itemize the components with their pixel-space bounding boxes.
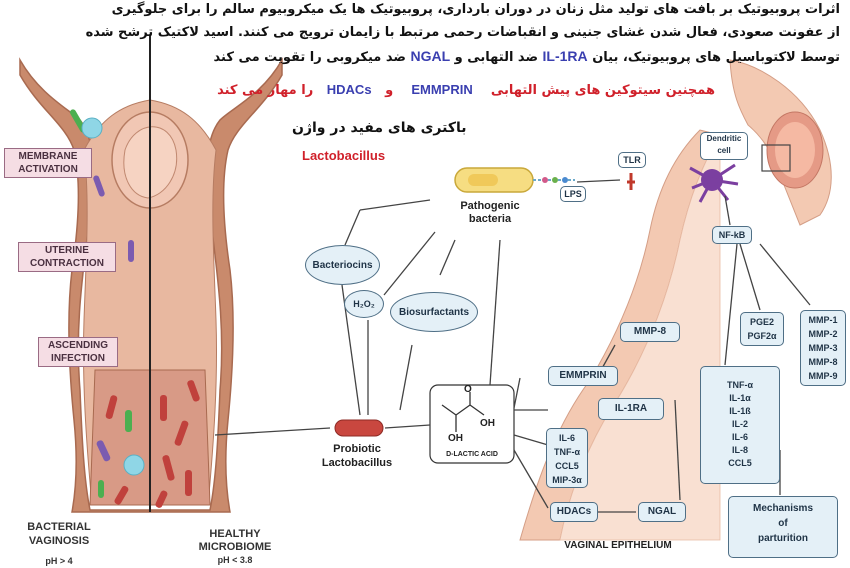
healthy-microbiome-label: HEALTHY MICROBIOME pH < 3.8 [180, 528, 290, 567]
uterine-contraction-line-1: UTERINE [45, 245, 89, 256]
persian-line-3-part-3: ضد میکروبی را تقویت می کند [213, 50, 406, 65]
membrane-activation-line-2: ACTIVATION [18, 164, 78, 175]
mmps-box: MMP-1 MMP-2 MMP-3 MMP-8 MMP-9 [800, 310, 846, 386]
ascending-infection-line-1: ASCENDING [47, 340, 108, 351]
h2o2-node: H₂O₂ [344, 290, 384, 318]
vaginal-epithelium-label: VAGINAL EPITHELIUM [564, 540, 672, 551]
healthy-microbiome-line-1: HEALTHY [209, 528, 261, 540]
dendritic-cell-label: Dendritic cell [700, 132, 748, 160]
pathogenic-line-2: bacteria [468, 213, 512, 225]
o-label: O [464, 384, 472, 395]
oh-label-1: OH [480, 418, 495, 429]
nfkb-box: NF-kB [712, 226, 752, 244]
probiotic-bacterium-illustration [334, 419, 384, 437]
persian-line-1: اثرات پروبیوتیک بر بافت های تولید مثل زن… [111, 2, 840, 17]
ngal-box: NGAL [638, 502, 686, 522]
ngal-label: NGAL [410, 48, 451, 64]
large-cytokine-1: TNF-α [726, 380, 754, 390]
bacteriocins-node: Bacteriocins [305, 245, 380, 285]
small-cytokines-box: IL-6 TNF-α CCL5 MIP-3α [546, 428, 588, 488]
persian-line-4-part-2: را مهار می کند [217, 83, 314, 98]
persian-line-2: از عفونت صعودی، فعال شدن غشای جنینی و ان… [85, 25, 840, 40]
beneficial-bacteria-title: باکتری های مفید در واژن [292, 120, 467, 136]
membrane-activation-label: MEMBRANE ACTIVATION [4, 148, 92, 178]
uterine-contraction-line-2: CONTRACTION [30, 258, 104, 269]
mechanisms-line-1: Mechanisms [752, 503, 814, 514]
bacterial-vaginosis-label: BACTERIAL VAGINOSIS pH > 4 [4, 520, 114, 568]
emmprin-label: EMMPRIN [411, 82, 473, 97]
d-lactic-acid-label: D-LACTIC ACID [446, 451, 498, 458]
lactobacillus-title: Lactobacillus [302, 148, 386, 163]
persian-line-4: همچنین سیتوکین های پیش التهابی EMMPRIN و… [217, 82, 715, 98]
pge-line-1: PGE2 [749, 317, 774, 327]
ph-bad-label: pH > 4 [45, 556, 73, 566]
pregnant-figure-illustration [729, 59, 832, 226]
membrane-activation-line-1: MEMBRANE [18, 151, 78, 162]
mechanisms-line-3: parturition [758, 533, 808, 544]
mmp-item-1: MMP-1 [808, 315, 838, 325]
mechanisms-line-2: of [778, 518, 788, 529]
large-cytokine-3: IL-1ß [729, 406, 751, 416]
dendritic-line-1: Dendritic [706, 134, 742, 143]
persian-line-3-part-1: توسط لاکتوباسیل های پروبیوتیک، بیان [592, 50, 840, 65]
mmp-item-4: MMP-8 [808, 357, 838, 367]
uterine-contraction-label: UTERINE CONTRACTION [18, 242, 116, 272]
probiotic-line-1: Probiotic [333, 443, 381, 455]
emmprin-box: EMMPRIN [548, 366, 618, 386]
large-cytokine-5: IL-6 [731, 432, 748, 442]
hdacs-box: HDACs [550, 502, 598, 522]
healthy-microbiome-line-2: MICROBIOME [198, 541, 272, 553]
persian-line-4-part-1: همچنین سیتوکین های پیش التهابی [490, 83, 715, 98]
pge-line-2: PGF2α [747, 331, 777, 341]
lps-label: LPS [560, 186, 586, 202]
oh-label-2: OH [448, 433, 463, 444]
uterus-illustration [19, 35, 283, 513]
probiotic-line-2: Lactobacillus [321, 457, 393, 469]
small-cytokine-3: CCL5 [555, 461, 579, 471]
il1ra-box: IL-1RA [598, 398, 664, 420]
pge-box: PGE2 PGF2α [740, 312, 784, 346]
mmp-item-2: MMP-2 [808, 329, 838, 339]
dendritic-line-2: cell [717, 146, 731, 155]
small-cytokine-4: MIP-3α [552, 475, 582, 485]
large-cytokine-4: IL-2 [731, 419, 748, 429]
mmp-item-3: MMP-3 [808, 343, 838, 353]
mechanisms-of-parturition-box: Mechanisms of parturition [728, 496, 838, 558]
small-cytokine-2: TNF-α [553, 447, 581, 457]
dendritic-cell-illustration [689, 163, 739, 203]
persian-line-3-part-2: ضد التهابی و [454, 50, 539, 65]
il1ra-label: IL-1RA [542, 48, 588, 64]
ascending-infection-label: ASCENDING INFECTION [38, 337, 118, 367]
probiotic-lactobacillus-label: Probiotic Lactobacillus [312, 442, 402, 470]
hdacs-label: HDACs [326, 82, 372, 97]
biosurfactants-node: Biosurfactants [390, 292, 478, 332]
ph-good-label: pH < 3.8 [217, 555, 253, 565]
large-cytokine-6: IL-8 [731, 445, 748, 455]
lactic-acid-box [429, 384, 515, 464]
large-cytokine-2: IL-1α [729, 393, 751, 403]
small-cytokine-1: IL-6 [558, 433, 575, 443]
pathogenic-bacteria-label: Pathogenic bacteria [445, 200, 535, 226]
bacterial-vaginosis-line-2: VAGINOSIS [28, 535, 90, 547]
bacterial-vaginosis-line-1: BACTERIAL [27, 521, 91, 533]
lactic-acid-structure [441, 392, 485, 432]
ascending-infection-line-2: INFECTION [51, 353, 105, 364]
tlr-receptor-illustration [627, 173, 635, 190]
pathogenic-line-1: Pathogenic [460, 200, 520, 212]
va-label: و [385, 83, 394, 98]
mmp8-box: MMP-8 [620, 322, 680, 342]
tlr-label: TLR [618, 152, 646, 168]
large-cytokines-box: TNF-α IL-1α IL-1ß IL-2 IL-6 IL-8 CCL5 [700, 366, 780, 484]
pathogenic-bacterium-illustration [454, 167, 575, 193]
persian-line-3: توسط لاکتوباسیل های پروبیوتیک، بیان IL-1… [214, 48, 840, 65]
mmp-item-5: MMP-9 [808, 371, 838, 381]
large-cytokine-7: CCL5 [728, 458, 752, 468]
